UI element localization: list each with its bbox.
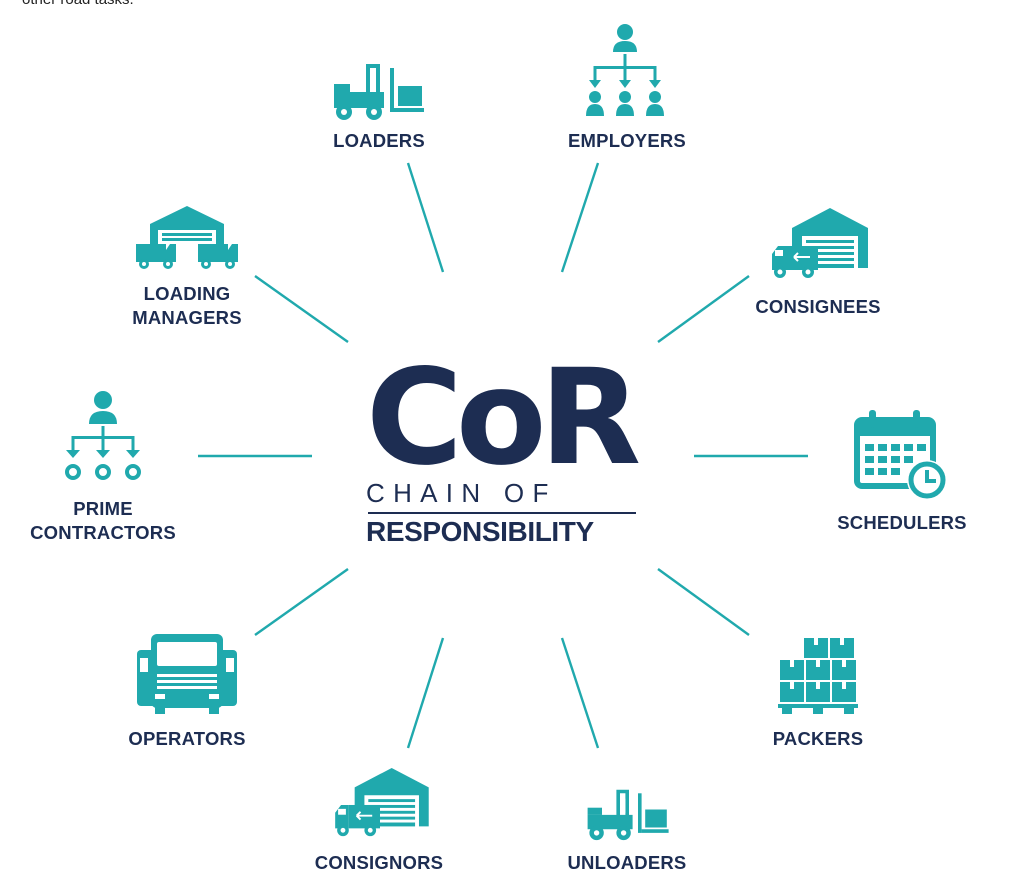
role-label-line: SCHEDULERS	[837, 512, 967, 533]
forklift-icon	[584, 786, 674, 847]
role-label-unloaders: UNLOADERS	[507, 851, 747, 875]
spoke-line-employers	[560, 162, 600, 273]
cor-logo-divider	[368, 512, 636, 514]
warehouse-truck-icon	[768, 206, 868, 289]
role-label-line: EMPLOYERS	[568, 130, 686, 151]
role-label-line: OPERATORS	[128, 728, 246, 749]
spoke-line-unloaders	[560, 637, 600, 749]
hierarchy-team-icon	[586, 22, 664, 123]
cor-logo-acronym: CoR	[366, 341, 641, 495]
role-label-prime-contractors: PRIME CONTRACTORS	[0, 497, 223, 545]
role-label-line: LOADERS	[333, 130, 425, 151]
role-label-consignors: CONSIGNORS	[259, 851, 499, 875]
role-label-loaders: LOADERS	[259, 129, 499, 153]
role-label-line: CONSIGNEES	[755, 296, 881, 317]
role-label-loading-managers: LOADING MANAGERS	[67, 282, 307, 330]
spoke-line-loaders	[406, 162, 445, 273]
spoke-line-consignees	[657, 275, 750, 343]
role-label-packers: PACKERS	[698, 727, 938, 751]
forklift-icon	[330, 60, 430, 127]
cor-logo-subtitle-bottom: RESPONSIBILITY	[366, 516, 594, 547]
spoke-line-loading-managers	[254, 275, 349, 343]
warehouse-truck-icon	[330, 766, 430, 847]
truck-fleet-icon	[137, 632, 237, 719]
spoke-line-operators	[254, 568, 349, 636]
role-label-line: UNLOADERS	[567, 852, 687, 873]
role-label-operators: OPERATORS	[67, 727, 307, 751]
spoke-line-consignors	[406, 637, 445, 749]
role-label-line: PRIME	[73, 498, 133, 519]
warehouse-two-trucks-icon	[136, 206, 238, 275]
calendar-clock-icon	[853, 408, 951, 507]
role-label-line: CONSIGNORS	[314, 852, 444, 873]
role-label-line: LOADING	[143, 283, 231, 304]
role-label-line: PACKERS	[772, 728, 864, 749]
role-label-schedulers: SCHEDULERS	[782, 511, 1022, 535]
spoke-line-packers	[657, 568, 750, 636]
person-network-icon	[64, 388, 142, 489]
role-label-line: MANAGERS	[132, 307, 242, 328]
cor-logo-subtitle-top: CHAIN OF	[366, 478, 557, 508]
pallet-boxes-icon	[778, 636, 858, 719]
role-label-line: CONTRACTORS	[30, 522, 176, 543]
cropped-caption-text: other road tasks.	[22, 0, 134, 8]
role-label-consignees: CONSIGNEES	[698, 295, 938, 319]
role-label-employers: EMPLOYERS	[507, 129, 747, 153]
